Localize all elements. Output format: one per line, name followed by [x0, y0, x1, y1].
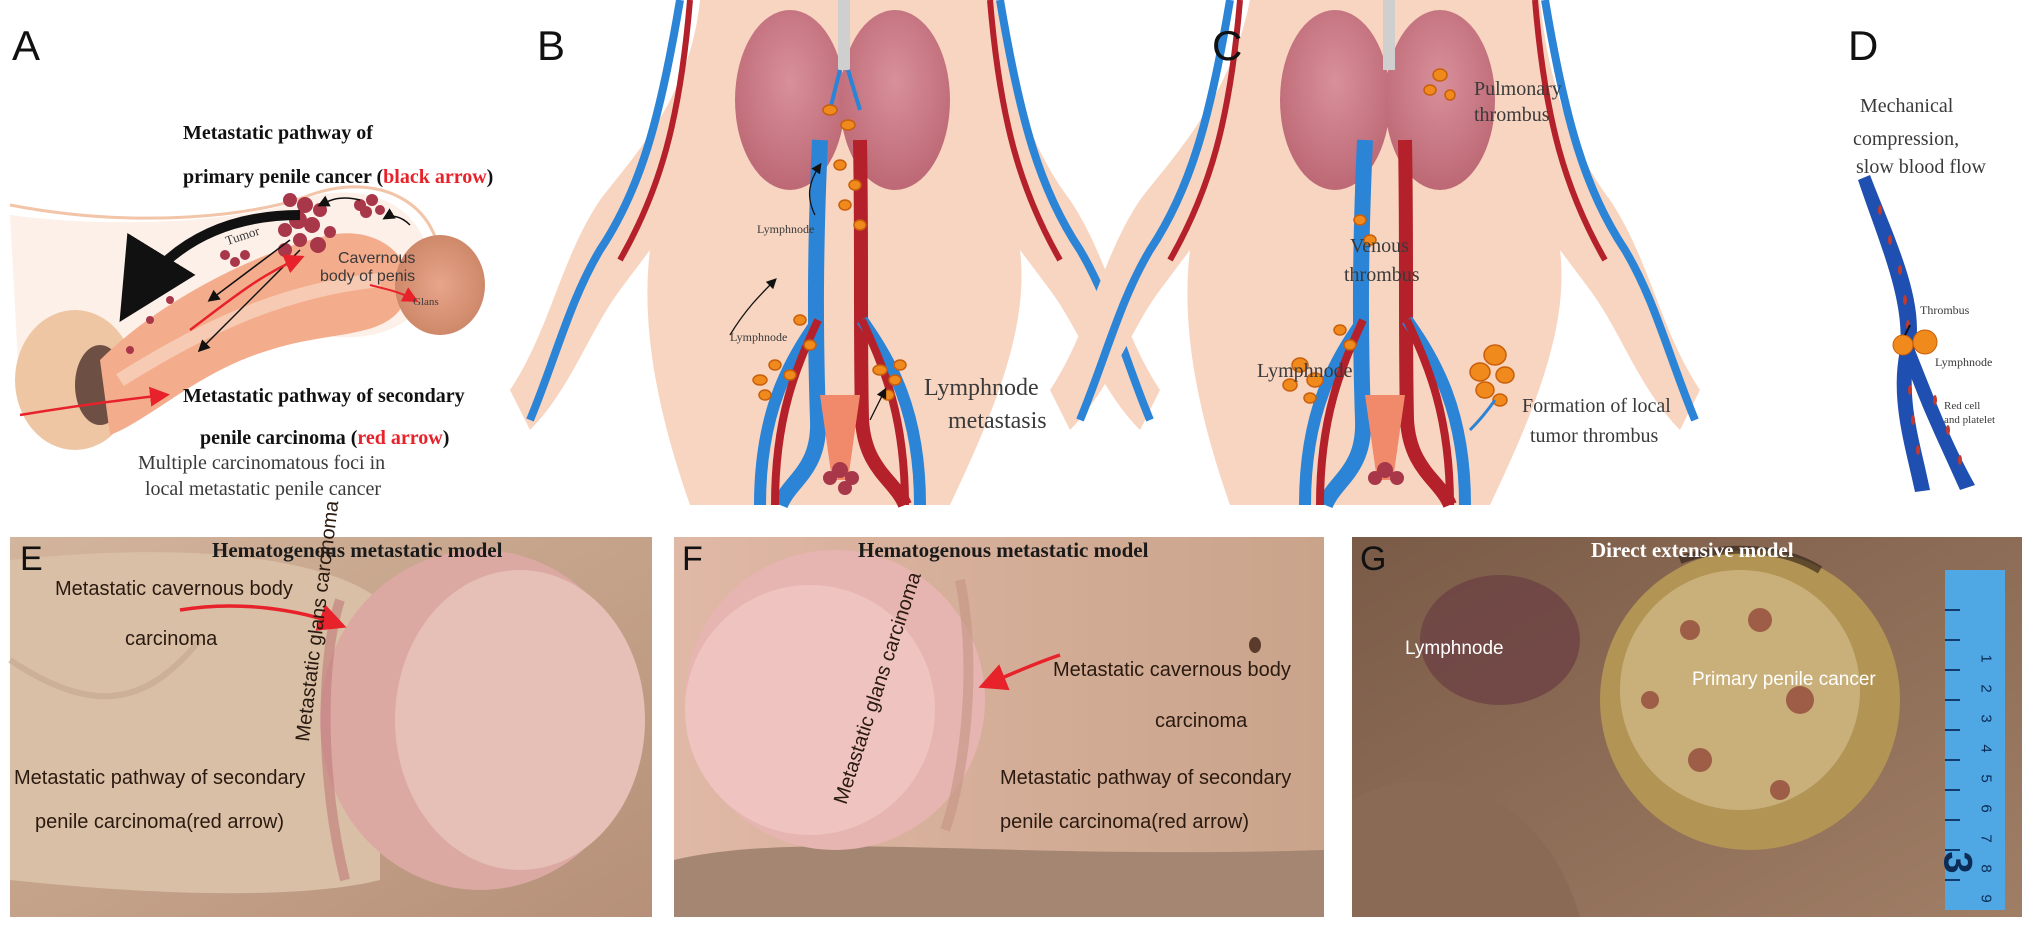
panel-a-cavernous-label: Cavernous — [338, 250, 416, 267]
panel-e-cavernous-line1: Metastatic cavernous body — [55, 578, 293, 600]
panel-g-photo — [1352, 537, 2022, 917]
panel-g-ruler-tick: 8 — [1977, 864, 1995, 873]
panel-g-ruler-tick: 2 — [1977, 684, 1995, 693]
panel-e-pathway-line1: Metastatic pathway of secondary — [14, 767, 306, 789]
panel-g-ruler-big-number: 3 — [1935, 851, 1980, 874]
panel-d-illustration — [1858, 175, 1975, 492]
panel-e-title: Hematogenous metastatic model — [212, 538, 503, 562]
panel-e-pathway-line2: penile carcinoma(red arrow) — [35, 811, 284, 833]
panel-f-photo — [674, 537, 1324, 917]
panel-f-pathway-line2: penile carcinoma(red arrow) — [1000, 811, 1249, 833]
panel-a-foci-line1: Multiple carcinomatous foci in — [138, 452, 386, 474]
panel-f-cavernous-line2: carcinoma — [1155, 710, 1248, 732]
panel-letter-d: D — [1848, 22, 1879, 69]
panel-f-title: Hematogenous metastatic model — [858, 538, 1149, 562]
panel-a-secondary-line2: penile carcinoma (red arrow) — [200, 427, 450, 449]
panel-a-body-label: body of penis — [320, 268, 416, 285]
panel-g-lymphnode-label: Lymphnode — [1405, 638, 1504, 659]
panel-letter-b: B — [537, 22, 566, 69]
panel-g-ruler-tick: 4 — [1977, 744, 1995, 753]
panel-b-lymphnode-lower: Lymphnode — [730, 330, 788, 344]
panel-letter-g: G — [1360, 540, 1387, 578]
panel-g-ruler-tick: 9 — [1977, 894, 1995, 903]
panel-g-title: Direct extensive model — [1591, 538, 1794, 562]
panel-d-red-line2: and platelet — [1944, 414, 1996, 426]
panel-d-mech-line1: Mechanical — [1860, 95, 1954, 117]
panel-c-venous-line2: thrombus — [1344, 264, 1420, 286]
panel-g-ruler-tick: 7 — [1977, 834, 1995, 843]
panel-g-ruler-tick: 3 — [1977, 714, 1995, 723]
panel-f-pathway-line1: Metastatic pathway of secondary — [1000, 767, 1292, 789]
panel-a-black-arrow-label: black arrow — [383, 166, 487, 188]
panel-d-lymphnode-label: Lymphnode — [1935, 355, 1993, 369]
panel-letter-e: E — [20, 540, 43, 578]
panel-c-illustration — [1050, 0, 1700, 509]
panel-c-pulmonary-line1: Pulmonary — [1474, 78, 1562, 100]
panel-a-title-line2: primary penile cancer (black arrow) — [183, 166, 494, 188]
panel-c-pulmonary-line2: thrombus — [1474, 104, 1550, 126]
panel-letter-a: A — [12, 22, 41, 69]
panel-a-title-line1: Metastatic pathway of — [183, 122, 373, 144]
panel-a-glans-label: Glans — [413, 296, 439, 308]
panel-c-local-line2: tumor thrombus — [1530, 425, 1659, 447]
panel-b-metastasis-line1: Lymphnode — [924, 375, 1039, 401]
panel-a-illustration — [9, 185, 485, 450]
panel-a-red-arrow-label: red arrow — [357, 427, 443, 449]
panel-d-red-line1: Red cell — [1944, 400, 1981, 412]
panel-a-secondary-line1: Metastatic pathway of secondary — [183, 385, 465, 407]
panel-d-mech-line3: slow blood flow — [1856, 156, 1986, 178]
panel-g-ruler-tick: 6 — [1977, 804, 1995, 813]
panel-letter-c: C — [1212, 22, 1243, 69]
panel-c-local-line1: Formation of local — [1522, 395, 1671, 417]
panel-a-foci-line2: local metastatic penile cancer — [145, 478, 381, 500]
panel-d-mech-line2: compression, — [1853, 128, 1960, 150]
panel-b-metastasis-line2: metastasis — [948, 408, 1047, 434]
panel-c-lymphnode-label: Lymphnode — [1257, 360, 1353, 382]
panel-f-cavernous-line1: Metastatic cavernous body — [1053, 659, 1291, 681]
panel-b-illustration — [510, 0, 1160, 509]
panel-e-photo — [8, 537, 652, 917]
panel-g-ruler-tick: 5 — [1977, 774, 1995, 783]
panel-b-lymphnode-upper: Lymphnode — [757, 222, 815, 236]
panel-g-ruler-tick: 1 — [1977, 654, 1995, 663]
panel-g-primary-label: Primary penile cancer — [1692, 669, 1876, 690]
panel-e-cavernous-line2: carcinoma — [125, 628, 218, 650]
panel-d-thrombus-label: Thrombus — [1920, 303, 1970, 317]
panel-c-venous-line1: Venous — [1350, 235, 1409, 257]
panel-letter-f: F — [682, 540, 703, 578]
